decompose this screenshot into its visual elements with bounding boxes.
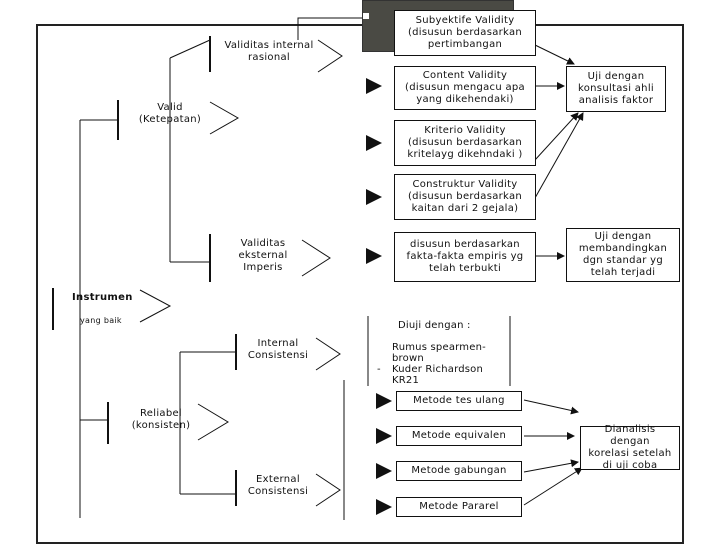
- construktur-validity-box: Construktur Validity (disusun berdasarka…: [394, 174, 536, 220]
- fakta-line3: telah terbukti: [428, 263, 502, 274]
- uji-membandingkan-line4: telah terjadi: [590, 267, 656, 278]
- reliabel-label: Reliabel (konsisten): [116, 408, 206, 432]
- validitas-eksternal-line2: eksternal: [238, 250, 288, 261]
- valid-label: Valid (Ketepatan): [125, 102, 215, 126]
- subyektif-line2: (disusun berdasarkan: [407, 27, 523, 38]
- metode-pararel-box: Metode Pararel: [396, 497, 522, 517]
- subyektif-validity-box: Subyektife Validity (disusun berdasarkan…: [394, 10, 536, 56]
- validitas-eksternal-line1: Validitas: [240, 238, 286, 249]
- diuji-item2b: KR21: [392, 375, 420, 386]
- diuji-item1: Rumus spearmen-: [392, 342, 486, 353]
- uji-membandingkan-box: Uji dengan membandingkan dgn standar yg …: [566, 228, 680, 282]
- dianalisis-line3: di uji coba: [602, 460, 658, 471]
- diuji-item2: Kuder Richardson: [392, 364, 484, 375]
- diuji-title: Diuji dengan :: [398, 320, 471, 331]
- root-chevron: [139, 289, 172, 323]
- fakta-line1: disusun berdasarkan: [410, 239, 520, 250]
- dianalisis-box: Dianalisis dengan korelasi setelah di uj…: [580, 424, 680, 471]
- content-line1: Content Validity: [422, 70, 508, 81]
- uji-konsultasi-box: Uji dengan konsultasi ahli analisis fakt…: [566, 66, 666, 112]
- diuji-bullet: -: [377, 364, 381, 375]
- dianalisis-line1: Dianalisis dengan: [604, 424, 656, 447]
- internal-konsistensi-line2: Consistensi: [247, 350, 309, 361]
- validitas-eksternal-label: Validitas eksternal Imperis: [216, 238, 310, 274]
- metode-gabungan-box: Metode gabungan: [396, 461, 522, 481]
- konstruktur-line1: Construktur Validity: [412, 179, 518, 190]
- validitas-internal-label: Validitas internal rasional: [216, 40, 322, 64]
- metode-tes-ulang-box: Metode tes ulang: [396, 391, 522, 411]
- valid-label-line2: (Ketepatan): [138, 114, 202, 125]
- content-validity-box: Content Validity (disusun mengacu apa ya…: [394, 66, 536, 110]
- kriterio-validity-box: Kriterio Validity (disusun berdasarkan k…: [394, 120, 536, 166]
- valid-chevron: [209, 101, 240, 135]
- konstruktur-line2: (disusun berdasarkan: [407, 191, 523, 202]
- valid-label-line1: Valid: [157, 102, 183, 113]
- reliabel-label-line1: Reliabel: [139, 408, 182, 419]
- content-line3: yang dikehendaki): [416, 94, 514, 105]
- uji-membandingkan-line2: membandingkan: [578, 243, 668, 254]
- metode-equivalen-box: Metode equivalen: [396, 426, 522, 446]
- uji-konsultasi-line1: Uji dengan: [587, 71, 645, 82]
- validitas-internal-line1: Validitas internal: [224, 40, 314, 51]
- fakta-empiris-box: disusun berdasarkan fakta-fakta empiris …: [394, 232, 536, 282]
- validitas-internal-line2: rasional: [248, 52, 290, 63]
- fakta-line2: fakta-fakta empiris yg: [406, 251, 524, 262]
- root-label: Instrumen: [72, 292, 142, 304]
- kriteria-line2: (disusun berdasarkan: [407, 137, 523, 148]
- sticky-dot: [363, 13, 369, 19]
- validitas-eksternal-line3: Imperis: [243, 262, 283, 273]
- reliabel-label-line2: (konsisten): [131, 420, 191, 431]
- internal-konsistensi-line1: Internal: [257, 338, 299, 349]
- diuji-item1b: brown: [392, 353, 424, 364]
- root-title: Instrumen: [72, 292, 133, 303]
- subyektif-line1: Subyektife Validity: [415, 15, 515, 26]
- uji-konsultasi-line2: konsultasi ahli: [578, 83, 654, 94]
- uji-konsultasi-line3: analisis faktor: [578, 95, 654, 106]
- internal-konsistensi-label: Internal Consistensi: [238, 338, 318, 362]
- subyektif-line3: pertimbangan: [427, 39, 503, 50]
- content-line2: (disusun mengacu apa: [405, 82, 525, 93]
- external-konsistensi-label: External Consistensi: [238, 474, 318, 498]
- uji-membandingkan-line3: dgn standar yg: [582, 255, 664, 266]
- root-sublabel: yang baik: [80, 316, 122, 325]
- kriteria-line3: kritelayg dikehndaki ): [407, 149, 523, 160]
- dianalisis-line2: korelasi setelah: [588, 448, 672, 459]
- uji-membandingkan-line1: Uji dengan: [594, 231, 652, 242]
- konstruktur-line3: kaitan dari 2 gejala): [411, 203, 519, 214]
- kriteria-line1: Kriterio Validity: [424, 125, 506, 136]
- external-konsistensi-line2: Consistensi: [247, 486, 309, 497]
- external-konsistensi-line1: External: [256, 474, 300, 485]
